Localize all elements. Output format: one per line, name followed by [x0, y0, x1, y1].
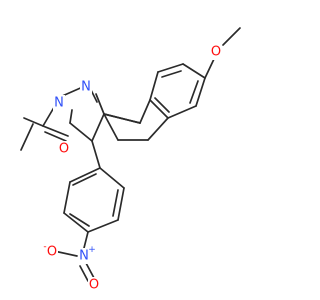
atom-o-nitro-1: O: [47, 245, 57, 260]
bond: [72, 173, 97, 186]
charge-minus: -: [43, 242, 46, 252]
bond: [69, 109, 73, 124]
bond: [63, 212, 89, 233]
atom-mask: [53, 95, 65, 111]
atom-o-methoxy: O: [211, 45, 221, 60]
bond: [95, 93, 105, 115]
atom-n-pyrazoline-2: N: [54, 96, 64, 111]
atom-n-nitro: N: [79, 249, 89, 264]
atom-mask: [88, 277, 100, 293]
bond: [63, 181, 71, 214]
molecule-canvas: O N N O N + O - O: [20, 27, 241, 293]
bond: [182, 63, 206, 79]
bond: [149, 99, 169, 119]
bond: [103, 113, 141, 124]
atom-mask: [210, 44, 222, 60]
bond: [112, 189, 119, 217]
bond: [157, 63, 184, 73]
bond: [167, 105, 197, 119]
structure-diagram: O N N O N + O - O: [20, 27, 241, 293]
bond: [222, 27, 241, 46]
bond: [85, 262, 95, 279]
atom-mask: [58, 141, 70, 157]
bond: [42, 125, 69, 137]
bond: [204, 58, 215, 79]
bond: [87, 219, 119, 233]
atom-n-pyrazoline-1: N: [81, 80, 91, 95]
bond: [44, 131, 67, 142]
atom-mask: [78, 248, 90, 264]
bond: [149, 71, 159, 101]
bond: [20, 123, 34, 151]
bond: [139, 99, 151, 124]
bond: [189, 80, 199, 104]
charge-plus: +: [88, 245, 96, 255]
bond: [91, 140, 101, 169]
bond: [69, 167, 101, 183]
bond: [69, 213, 90, 227]
atom-o-acetyl: O: [59, 142, 69, 157]
bond-layer: [20, 27, 241, 282]
bond: [69, 122, 93, 142]
bond: [79, 265, 89, 282]
bond: [154, 97, 170, 113]
bond: [91, 113, 105, 142]
atom-mask: [46, 244, 58, 260]
bond: [117, 187, 125, 221]
bond: [195, 77, 206, 107]
bond: [23, 117, 44, 127]
bond: [147, 117, 169, 141]
bond: [83, 231, 89, 249]
atom-label-layer: O N N O N + O - O: [43, 44, 222, 293]
atom-mask: [80, 79, 92, 95]
bond: [161, 70, 182, 78]
bond: [103, 113, 119, 141]
atom-o-nitro-2: O: [89, 278, 99, 293]
bond: [99, 167, 125, 189]
